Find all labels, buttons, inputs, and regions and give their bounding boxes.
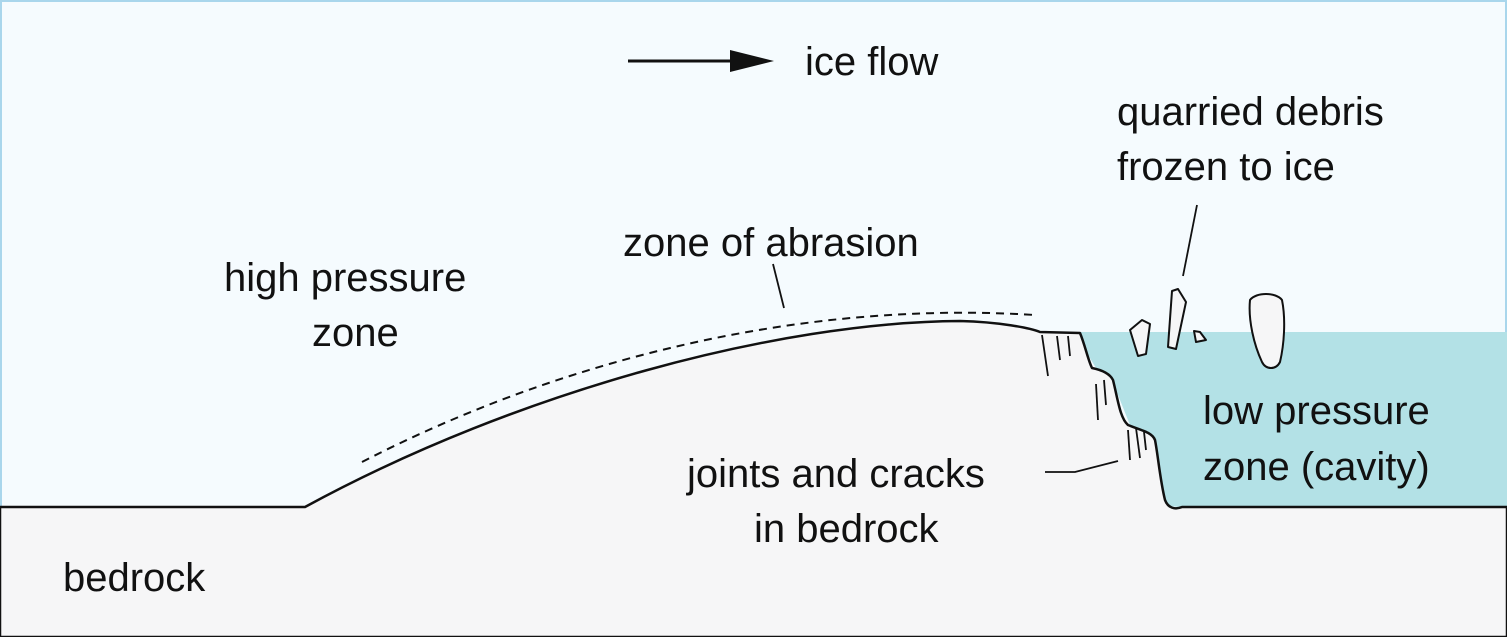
joints-label-line2: in bedrock xyxy=(754,507,940,551)
bedrock-cracks xyxy=(1041,334,1147,461)
high-pressure-label-line1: high pressure xyxy=(224,256,466,300)
crack-4 xyxy=(1095,383,1099,421)
crack-3 xyxy=(1067,335,1071,357)
debris-leader xyxy=(1182,204,1198,277)
high-pressure-label-line2: zone xyxy=(312,311,399,355)
quarried-debris xyxy=(1129,288,1286,369)
debris-block-3 xyxy=(1193,330,1207,343)
debris-block-4 xyxy=(1248,293,1286,369)
cavity-region xyxy=(1080,332,1507,507)
crack-6 xyxy=(1127,429,1131,461)
debris-block-2 xyxy=(1167,288,1187,350)
ice-flow-arrow xyxy=(628,50,774,72)
joints-label-line1: joints and cracks xyxy=(686,452,985,496)
crack-5 xyxy=(1103,379,1107,406)
quarried-debris-label-line1: quarried debris xyxy=(1117,90,1384,134)
debris-block-1 xyxy=(1129,319,1151,357)
bedrock-label: bedrock xyxy=(63,556,206,600)
bedrock-region xyxy=(0,319,1507,637)
quarried-debris-label-line2: frozen to ice xyxy=(1117,145,1335,189)
abrasion-label: zone of abrasion xyxy=(623,221,919,265)
crack-1 xyxy=(1041,334,1049,377)
crack-2 xyxy=(1056,335,1061,361)
low-pressure-label-line2: zone (cavity) xyxy=(1203,445,1430,489)
abrasion-leader xyxy=(772,263,785,309)
crack-8 xyxy=(1143,431,1147,451)
low-pressure-label-line1: low pressure xyxy=(1203,389,1430,433)
ice-flow-label: ice flow xyxy=(805,40,938,84)
joints-leader xyxy=(1045,460,1119,473)
crack-7 xyxy=(1135,427,1141,459)
